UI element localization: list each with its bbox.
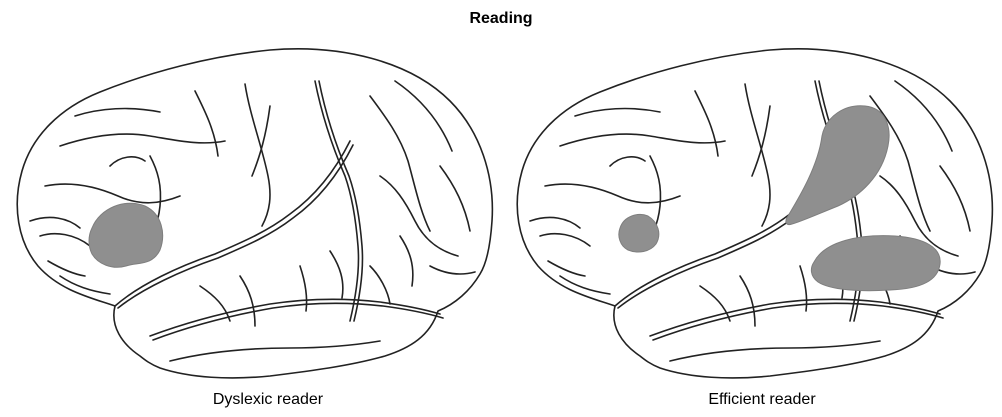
brain-outline xyxy=(17,49,492,378)
caption-efficient-reader: Efficient reader xyxy=(512,391,1002,409)
region-inferior-frontal xyxy=(89,203,163,267)
diagram-title: Reading xyxy=(0,10,1002,28)
brain-efficient xyxy=(500,36,1000,384)
region-occipito-temporal xyxy=(811,236,940,291)
brain-dyslexic xyxy=(0,36,500,384)
region-inferior-frontal xyxy=(619,215,659,253)
brain-outline xyxy=(517,49,992,378)
region-parieto-temporal xyxy=(786,106,889,225)
caption-dyslexic-reader: Dyslexic reader xyxy=(18,391,518,409)
